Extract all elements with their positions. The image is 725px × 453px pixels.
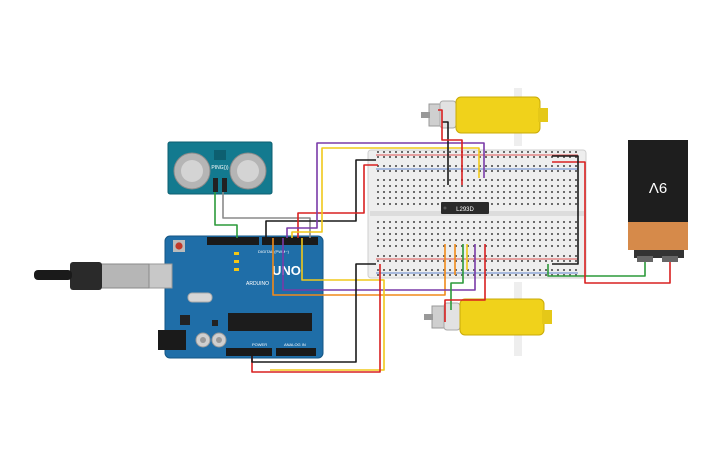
analog-header[interactable] [276, 348, 316, 356]
chip-label: L293D [456, 207, 474, 213]
wire-sensor-green [214, 192, 238, 238]
wire-motor-top-b [438, 109, 463, 185]
wire-yellow-a [291, 147, 480, 238]
battery-terminal-neg [637, 256, 653, 262]
sensor-label: PING))) [211, 165, 229, 171]
wires [214, 109, 671, 373]
arduino-uno[interactable]: UNO ARDUINO DIGITAL (PWM~) POWER ANALOG … [148, 235, 324, 359]
motor-top[interactable] [421, 88, 548, 146]
ultrasonic-sensor[interactable]: PING))) [167, 141, 273, 195]
wire-orange [272, 238, 446, 296]
wire-motor-bottom-a [450, 244, 464, 310]
uno-logo: UNO [272, 263, 301, 278]
digital-header-left[interactable] [207, 237, 259, 245]
wire-battery-red [552, 161, 671, 284]
l293d-chip[interactable]: L293D [441, 202, 489, 214]
power-jack [158, 330, 186, 350]
power-label: POWER [252, 342, 267, 347]
wire-yellow-b [270, 238, 385, 371]
analog-label: ANALOG IN [284, 342, 306, 347]
battery-terminal-pos [662, 256, 678, 262]
wire-black-right [552, 155, 579, 265]
battery-label: 9V [649, 179, 667, 196]
atmega-chip [228, 313, 312, 331]
wire-purple-b [286, 142, 485, 238]
power-header[interactable] [226, 348, 272, 356]
breadboard-holes [377, 151, 577, 276]
battery-9v[interactable]: 9V [628, 140, 688, 262]
digital-label: DIGITAL (PWM~) [258, 249, 290, 254]
wire-battery-green [547, 262, 646, 277]
wire-black-bottom [251, 263, 376, 363]
wire-motor-top-a [442, 121, 449, 185]
motor-bottom[interactable] [424, 282, 552, 356]
wire-purple-a [282, 238, 476, 291]
wire-motor-bottom-b [444, 244, 486, 322]
wire-black-gnd [265, 159, 376, 238]
digital-header-right[interactable] [262, 237, 318, 245]
crystal [187, 292, 213, 303]
usb-port [148, 263, 173, 289]
wire-red-bottom [251, 264, 381, 373]
usb-cable[interactable] [34, 262, 150, 290]
arduino-brand: ARDUINO [246, 281, 269, 287]
wire-red-vcc [297, 164, 378, 238]
